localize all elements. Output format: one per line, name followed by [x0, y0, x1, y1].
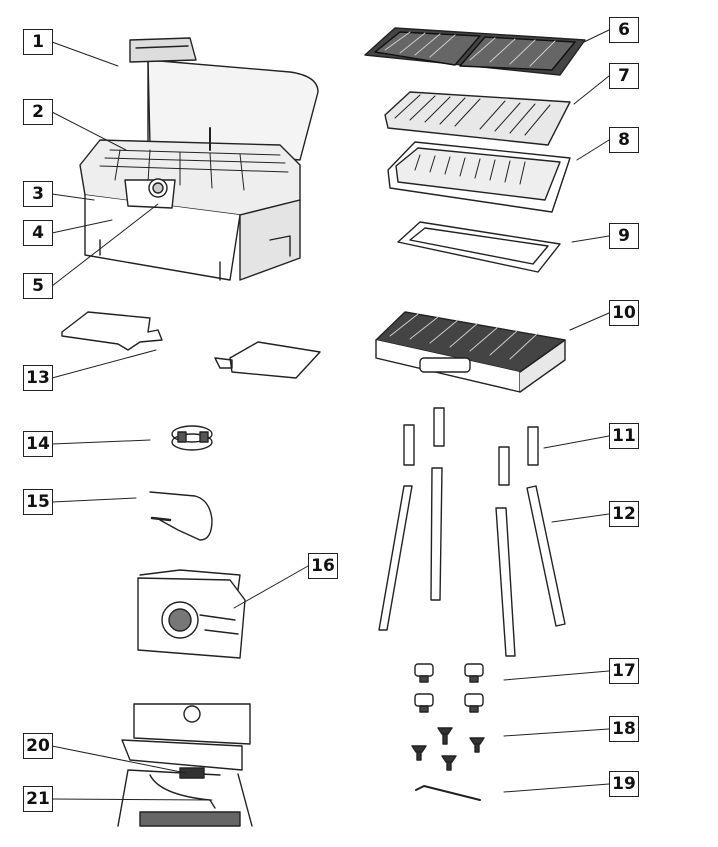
- screws: [411, 727, 485, 771]
- base-heating-unit: [375, 311, 566, 393]
- leg-connectors: [403, 407, 539, 486]
- leader-lines: [51, 29, 610, 801]
- drip-tray: [397, 221, 561, 273]
- callout-1: 1: [23, 29, 53, 55]
- callout-20: 20: [23, 733, 53, 759]
- callout-21: 21: [23, 786, 53, 812]
- callout-19: 19: [609, 771, 639, 797]
- callout-11: 11: [609, 423, 639, 449]
- callout-17: 17: [609, 658, 639, 684]
- callout-10: 10: [609, 300, 639, 326]
- knob-detail: [137, 569, 246, 659]
- callout-3: 3: [23, 181, 53, 207]
- top-grate: [364, 27, 586, 76]
- callout-7: 7: [609, 63, 639, 89]
- callout-4: 4: [23, 220, 53, 246]
- callout-18: 18: [609, 716, 639, 742]
- callout-5: 5: [23, 273, 53, 299]
- side-shelves: [61, 311, 321, 379]
- callout-16: 16: [308, 553, 338, 579]
- callout-14: 14: [23, 431, 53, 457]
- callout-13: 13: [23, 365, 53, 391]
- callout-15: 15: [23, 489, 53, 515]
- callout-9: 9: [609, 223, 639, 249]
- hex-key: [415, 785, 481, 801]
- thumb-screws: [414, 663, 484, 713]
- callout-12: 12: [609, 501, 639, 527]
- drip-pan: [387, 141, 571, 213]
- main-grill-unit: [79, 37, 319, 281]
- temperature-probe: [149, 491, 213, 541]
- callout-8: 8: [609, 127, 639, 153]
- griddle-plate: [384, 91, 571, 146]
- callout-6: 6: [609, 17, 639, 43]
- legs: [378, 467, 566, 657]
- callout-2: 2: [23, 99, 53, 125]
- underside-detail: [117, 703, 253, 827]
- clamp: [171, 425, 213, 451]
